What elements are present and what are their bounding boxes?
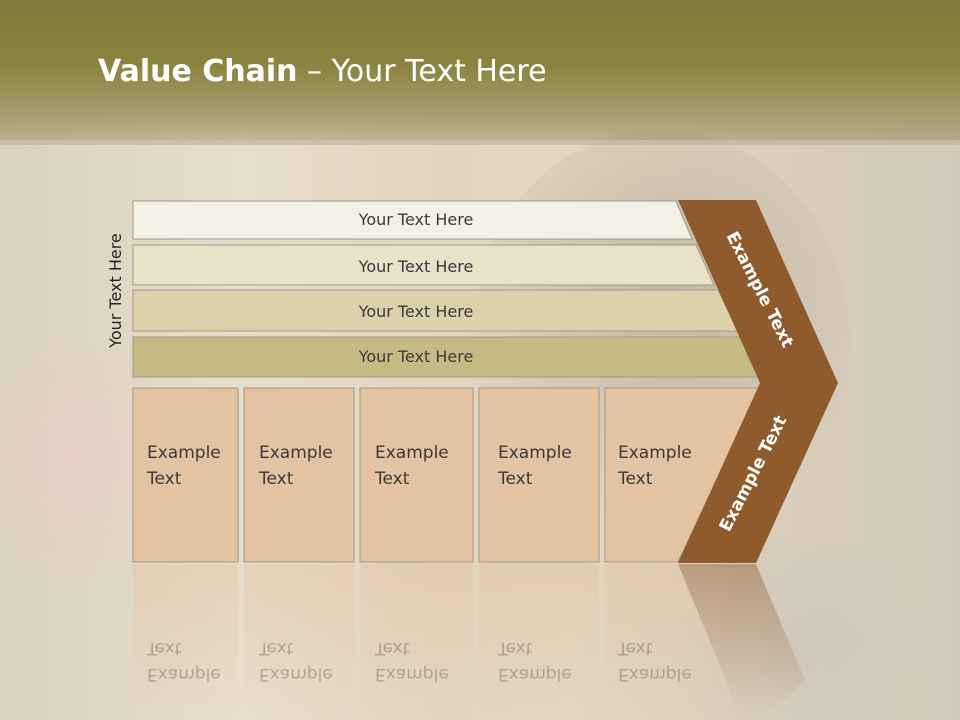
column-4-label-line1: Example	[498, 443, 572, 463]
title-rest: – Your Text Here	[297, 54, 547, 89]
column-1-reflection-line1: Example	[147, 664, 221, 684]
column-1-reflection-line2: Text	[146, 638, 182, 658]
column-2-reflection-line1: Example	[259, 664, 333, 684]
column-1-reflection	[133, 564, 238, 714]
column-3-reflection-line2: Text	[374, 638, 410, 658]
support-bands: Your Text Here Your Text Here Your Text …	[132, 200, 764, 378]
band-1-shape	[132, 200, 693, 240]
column-5-shape	[604, 387, 761, 563]
reflection: Text Example Text Example Text Example T…	[133, 564, 805, 714]
title-bold: Value Chain	[98, 54, 298, 89]
column-2-reflection	[244, 564, 354, 714]
column-4-reflection-line1: Example	[498, 664, 572, 684]
chevron-shape	[678, 200, 838, 563]
column-3-label-line1: Example	[375, 443, 449, 463]
column-2-shape	[243, 387, 355, 563]
band-2-shape	[132, 244, 715, 286]
column-1-label-line2: Text	[146, 469, 182, 489]
title-bar	[0, 0, 960, 145]
column-4-label-line2: Text	[497, 469, 533, 489]
column-3-reflection	[360, 564, 473, 714]
column-3-label-line2: Text	[374, 469, 410, 489]
column-5-reflection-line2: Text	[617, 638, 653, 658]
column-3-reflection-line1: Example	[375, 664, 449, 684]
primary-columns: Example Text Example Text Example Text E…	[132, 387, 761, 563]
column-2-reflection-line2: Text	[258, 638, 294, 658]
column-3-shape	[359, 387, 474, 563]
column-5-reflection	[605, 564, 740, 714]
column-2-label-line2: Text	[258, 469, 294, 489]
band-2-label: Your Text Here	[358, 257, 474, 276]
slide-title: Value Chain – Your Text Here	[98, 54, 547, 89]
column-2-label-line1: Example	[259, 443, 333, 463]
band-4-label: Your Text Here	[358, 347, 474, 366]
chevron-reflection	[678, 564, 805, 714]
column-1-label-line1: Example	[147, 443, 221, 463]
column-5-reflection-line1: Example	[618, 664, 692, 684]
band-3-label: Your Text Here	[358, 302, 474, 321]
column-5-label-line2: Text	[617, 469, 653, 489]
column-4-shape	[478, 387, 600, 563]
band-1-label: Your Text Here	[358, 210, 474, 229]
column-4-reflection-line2: Text	[497, 638, 533, 658]
column-4-reflection	[479, 564, 599, 714]
column-1-shape	[132, 387, 239, 563]
column-5-label-line1: Example	[618, 443, 692, 463]
